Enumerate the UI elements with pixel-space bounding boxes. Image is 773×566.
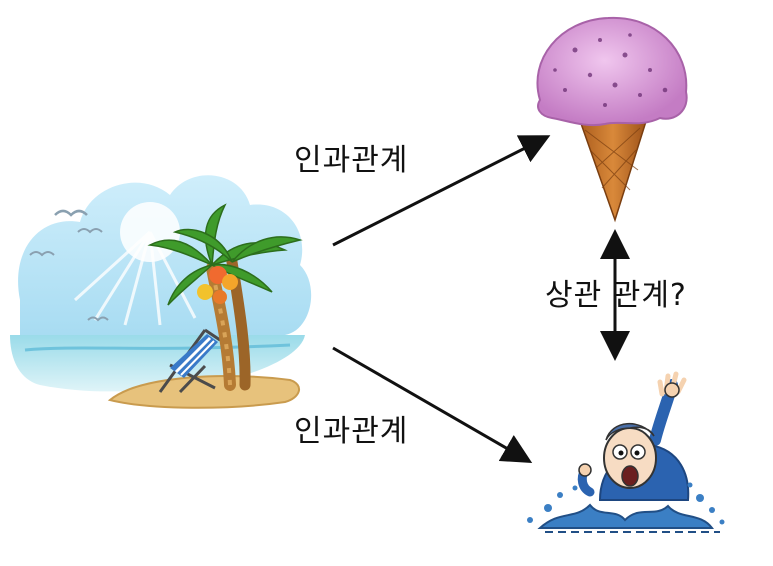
label-correlation: 상관 관계? <box>545 278 687 313</box>
label-causation-top: 인과관계 <box>294 143 409 178</box>
drowning-man-illustration <box>527 371 725 533</box>
label-causation-bottom: 인과관계 <box>294 414 409 449</box>
beach-scene-illustration <box>10 175 312 409</box>
ice-cream-illustration <box>536 16 688 223</box>
arrow-to-drowning <box>332 346 533 463</box>
arrow-to-ice-cream <box>332 135 551 247</box>
